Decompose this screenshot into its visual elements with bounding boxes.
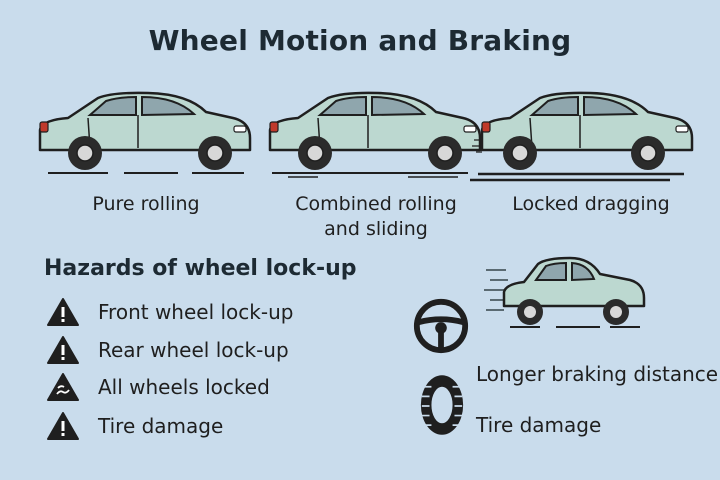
hazard-rear-lockup: Rear wheel lock-up (46, 335, 289, 365)
warning-triangle-icon (47, 412, 79, 440)
longer-braking-distance-label: Longer braking distance (476, 362, 719, 386)
steering-wheel-icon (413, 298, 469, 354)
caption-rolling-sliding: Combined rolling and sliding (295, 193, 457, 240)
hazard-all-locked: All wheels locked (46, 372, 270, 402)
car-locked-dragging-drawing (470, 91, 694, 182)
hazards-heading: Hazards of wheel lock-up (44, 256, 357, 281)
tire-icon (420, 375, 464, 435)
car-rolling-sliding (258, 88, 488, 178)
car-rolling-sliding-drawing (268, 91, 482, 178)
hazard-label: All wheels locked (98, 375, 270, 399)
skidding-car-icon (484, 256, 646, 328)
caption-pure-rolling: Pure rolling (92, 193, 200, 215)
car-locked-dragging (470, 88, 700, 182)
caption-locked-dragging: Locked dragging (512, 193, 670, 215)
hazard-tire-damage: Tire damage (46, 411, 223, 441)
car-pure-rolling (28, 88, 258, 178)
warning-triangle-icon (47, 336, 79, 364)
hazard-label: Front wheel lock-up (98, 300, 294, 324)
hazard-label: Tire damage (98, 414, 224, 438)
tire-damage-label: Tire damage (476, 413, 602, 437)
skid-warning-icon (47, 373, 79, 401)
car-pure-rolling-drawing (38, 91, 252, 174)
hazard-label: Rear wheel lock-up (98, 338, 289, 362)
page-title: Wheel Motion and Braking (148, 24, 572, 57)
warning-triangle-icon (47, 298, 79, 326)
hazard-front-lockup: Front wheel lock-up (46, 297, 293, 327)
